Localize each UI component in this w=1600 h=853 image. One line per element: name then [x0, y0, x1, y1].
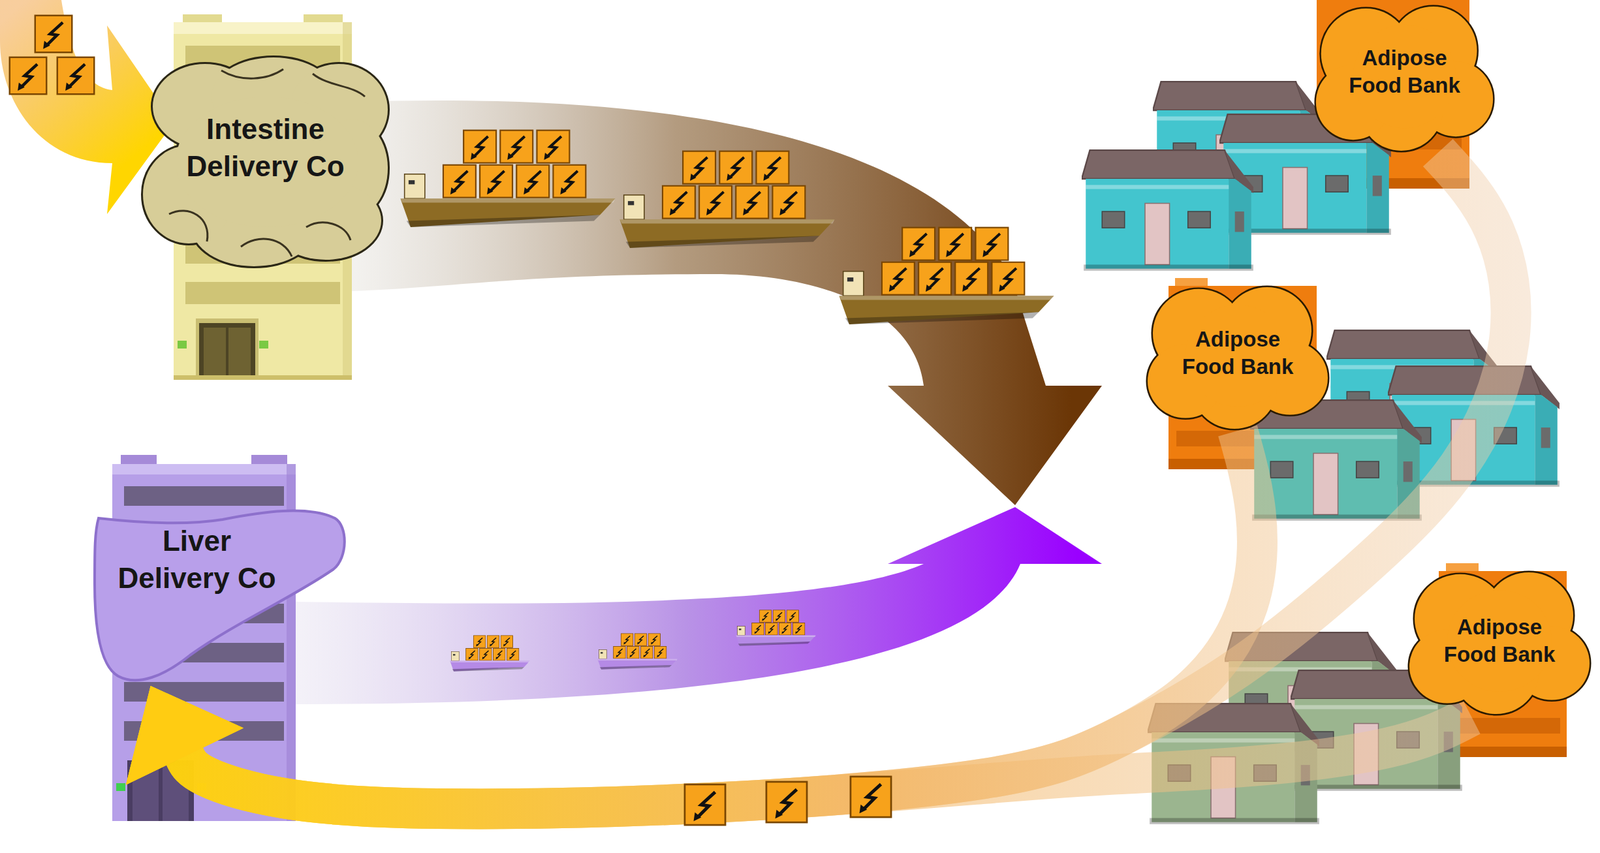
intestine-fold — [240, 238, 292, 257]
cargo-ship — [619, 151, 835, 249]
energy-icon — [9, 57, 47, 95]
cargo-ship — [735, 610, 816, 647]
cargo-ship — [400, 130, 1054, 672]
liver-building — [124, 486, 284, 506]
flow-band — [184, 152, 1512, 809]
cloud-outline — [1447, 590, 1552, 692]
energy-icon — [684, 776, 892, 826]
adipose-cloud: Adipose Food Bank — [1311, 5, 1498, 152]
cloud-fill — [1447, 590, 1552, 692]
node-label: Adipose Food Bank — [1437, 613, 1562, 669]
label-block: Intestine Delivery Co — [167, 110, 364, 185]
adipose-building — [1445, 563, 1479, 573]
intestine-fold — [306, 222, 351, 241]
intestine-building — [228, 327, 251, 377]
intestine-building — [177, 340, 187, 349]
liver-building — [251, 454, 288, 465]
cargo-ship — [838, 227, 1054, 325]
adipose-cloud: Adipose Food Bank — [1143, 285, 1333, 430]
energy-icon — [766, 782, 807, 823]
intestine-building — [195, 318, 259, 380]
connector-group — [125, 152, 1512, 809]
energy-icon — [684, 784, 726, 826]
intestine-building — [173, 375, 352, 380]
energy-icon — [35, 15, 72, 53]
intestine-building — [259, 340, 269, 349]
intestine-fold — [312, 73, 365, 97]
flow-connector — [125, 152, 1512, 809]
liver-flow-arrow — [295, 507, 1102, 705]
adipose-cloud: Adipose Food Bank — [1404, 571, 1595, 715]
intestine-building — [203, 327, 226, 377]
node-label: Adipose Food Bank — [1175, 325, 1300, 381]
house — [1081, 150, 1254, 271]
intestine-building — [199, 323, 256, 377]
liver-building — [120, 454, 157, 465]
intestine-building — [185, 282, 341, 305]
energy-icon — [9, 15, 95, 95]
intestine-fold — [169, 210, 208, 242]
cargo-ship — [449, 635, 530, 672]
house — [1250, 400, 1422, 521]
cargo-ship — [400, 130, 615, 228]
adipose-building — [1175, 278, 1208, 288]
intestine-flow-arrow — [351, 100, 1102, 506]
intestine-building — [303, 14, 343, 24]
flow-connector — [125, 430, 1258, 809]
node-label: Intestine Delivery Co — [167, 110, 364, 185]
liver-organ: Liver Delivery Co — [92, 505, 347, 684]
energy-icon — [850, 776, 892, 818]
flow-band — [184, 716, 1472, 809]
arrow-head — [125, 686, 244, 786]
liver-outline — [94, 511, 345, 681]
flow-band — [184, 430, 1258, 809]
intestine-organ: Intestine Delivery Co — [142, 50, 388, 271]
intestine-building — [173, 22, 352, 34]
liver-building — [116, 783, 126, 792]
label-block: Liver Delivery Co — [110, 522, 284, 597]
cargo-ship — [597, 633, 677, 670]
label-block: Adipose Food Bank — [1437, 613, 1562, 669]
label-block: Adipose Food Bank — [1175, 325, 1300, 381]
intestine-fold — [221, 69, 284, 79]
intestine-building — [182, 14, 222, 24]
node-label: Liver Delivery Co — [110, 522, 284, 597]
intestine-fill — [142, 57, 388, 267]
energy-icon — [57, 57, 95, 95]
label-block: Adipose Food Bank — [1342, 44, 1467, 100]
liver-building — [112, 464, 296, 475]
node-label: Adipose Food Bank — [1342, 44, 1467, 100]
intestine-outline — [142, 57, 388, 267]
